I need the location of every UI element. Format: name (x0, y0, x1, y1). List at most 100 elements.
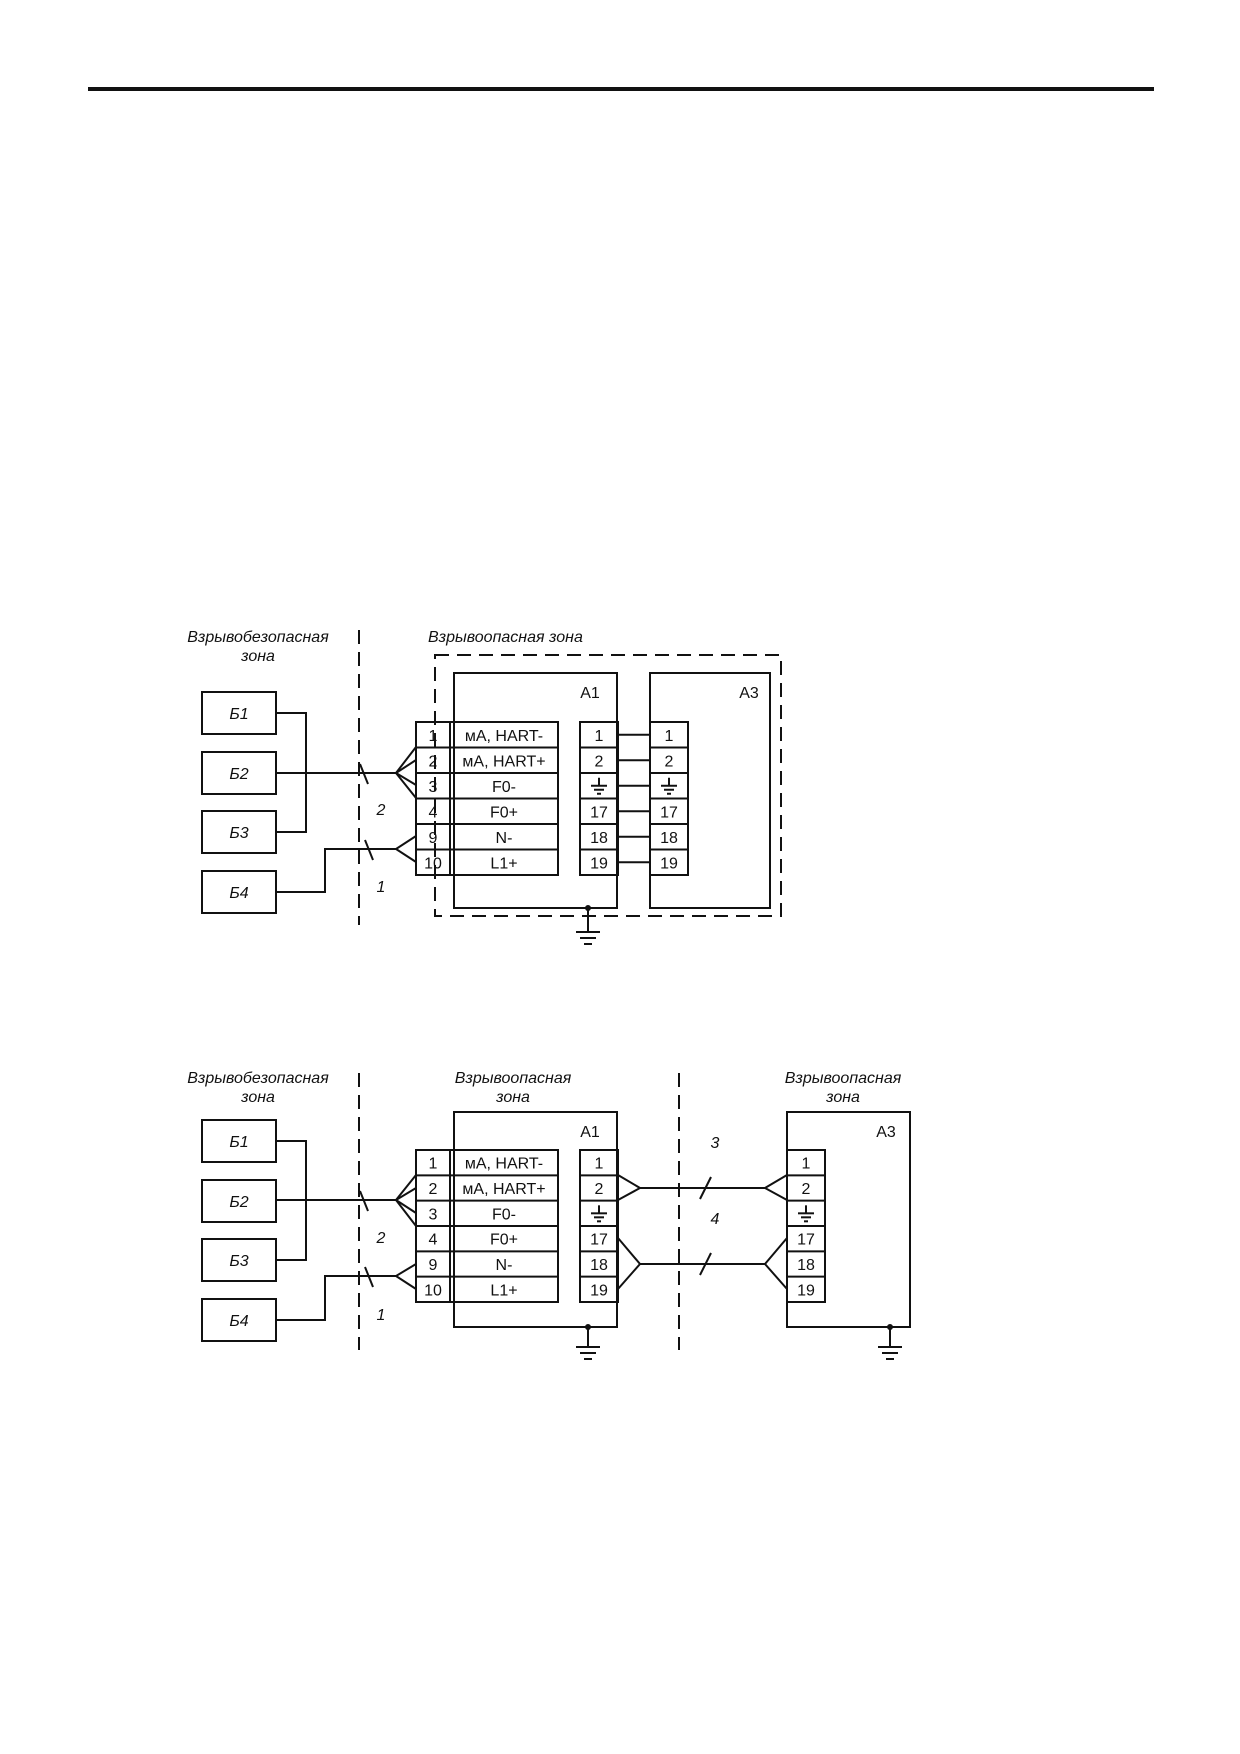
a1-inner-terminal-rows: 1 2 17 18 19 (580, 1156, 618, 1299)
d1-a1-inner-terminal-1: 2 (595, 753, 604, 770)
zone-hazard-remote-label-line2: зона (825, 1089, 860, 1106)
fan-2-inner (394, 759, 417, 786)
block-b4-label: Б4 (229, 885, 248, 902)
d1-a1-terminal-label-2: F0- (492, 779, 516, 796)
d2-a1-terminal-num-1: 2 (429, 1181, 438, 1198)
d1-a1-terminal-label-3: F0+ (490, 804, 518, 821)
device-a3-label: А3 (739, 685, 759, 702)
zone-safe-label-line2: зона (240, 648, 275, 665)
cable-3-tick (699, 1176, 712, 1200)
d1-a1-terminal-label-1: мА, HART+ (462, 753, 545, 770)
cable-1-tick (364, 839, 374, 861)
d1-a3-terminal-1: 2 (665, 753, 674, 770)
d2-a1-terminal-label-0: мА, HART- (465, 1156, 543, 1173)
cable-1-tick (364, 1266, 374, 1288)
d1-a1-terminal-num-0: 1 (429, 728, 438, 745)
d2-a3-terminal-3: 17 (797, 1232, 815, 1249)
block-b3-label: Б3 (229, 825, 248, 842)
cable-3-fan-right (762, 1174, 788, 1201)
d1-a1-terminal-num-5: 10 (424, 855, 442, 872)
a3-terminal-rows: 1 2 17 18 19 (650, 728, 688, 872)
block-b1-label: Б1 (229, 706, 248, 723)
d1-a1-inner-terminal-4: 18 (590, 830, 608, 847)
cable-4-fan-left (617, 1237, 642, 1290)
d2-a1-terminal-num-2: 3 (429, 1206, 438, 1223)
d2-a1-terminal-label-2: F0- (492, 1206, 516, 1223)
zone-hazard-remote-label-line1: Взрывоопасная (785, 1070, 902, 1087)
cable-1-label: 1 (377, 1307, 386, 1324)
d2-a1-terminal-label-4: N- (496, 1257, 513, 1274)
d2-a3-terminal-4: 18 (797, 1257, 815, 1274)
d2-a3-terminal-ground-icon-2 (798, 1205, 814, 1223)
d1-a1-terminal-num-2: 3 (429, 779, 438, 796)
hazard-enclosure (434, 654, 782, 917)
zone-hazard-label-line1: Взрывоопасная (455, 1070, 572, 1087)
d2-a1-inner-terminal-1: 2 (595, 1181, 604, 1198)
d1-a1-inner-terminal-ground-icon-2 (591, 777, 607, 795)
zone-hazard-label: Взрывоопасная зона (428, 629, 583, 646)
cable-1-label: 1 (377, 879, 386, 896)
d2-a1-terminal-label-5: L1+ (490, 1282, 517, 1299)
block-b3-label: Б3 (229, 1253, 248, 1270)
d1-a3-terminal-3: 17 (660, 804, 678, 821)
d2-a1-terminal-num-0: 1 (429, 1156, 438, 1173)
fan-1 (394, 1263, 417, 1290)
cable-1-wire (276, 1275, 396, 1321)
block-b4-label: Б4 (229, 1313, 248, 1330)
d1-a3-terminal-5: 19 (660, 855, 678, 872)
zone-safe-label-line2: зона (240, 1089, 275, 1106)
cable-3-fan-left (617, 1174, 643, 1201)
fan-2-outer (394, 746, 417, 799)
cable-1-wire (276, 848, 396, 893)
zone-safe-label-line1: Взрывобезопасная (187, 1070, 329, 1087)
a3-terminal-rows: 1 2 17 18 19 (787, 1156, 825, 1299)
a1-inner-terminal-rows: 1 2 17 18 19 (580, 728, 618, 872)
d2-a1-terminal-num-3: 4 (429, 1232, 438, 1249)
d1-a1-terminal-label-4: N- (496, 830, 513, 847)
d1-a1-terminal-num-1: 2 (429, 753, 438, 770)
block-b1-label: Б1 (229, 1134, 248, 1151)
d2-a1-inner-terminal-5: 19 (590, 1282, 608, 1299)
d2-a1-inner-terminal-4: 18 (590, 1257, 608, 1274)
d2-a1-terminal-num-4: 9 (429, 1257, 438, 1274)
cable-2-label: 2 (376, 802, 386, 819)
d2-a3-terminal-1: 2 (802, 1181, 811, 1198)
d1-a3-terminal-0: 1 (665, 728, 674, 745)
diagram-2: Взрывобезопасная зона Взрывоопасная зона… (187, 1070, 911, 1360)
cable-3-label: 3 (711, 1135, 720, 1152)
cable-4-fan-right (763, 1237, 788, 1290)
cable-2-tick (359, 763, 369, 785)
d1-a1-terminal-label-5: L1+ (490, 855, 517, 872)
d2-a1-inner-terminal-3: 17 (590, 1232, 608, 1249)
d2-a3-terminal-5: 19 (797, 1282, 815, 1299)
d2-a1-inner-terminal-0: 1 (595, 1156, 604, 1173)
d1-a1-inner-terminal-5: 19 (590, 855, 608, 872)
zone-hazard-label-line2: зона (495, 1089, 530, 1106)
a1-a3-links (618, 733, 650, 864)
d1-a1-inner-terminal-0: 1 (595, 728, 604, 745)
cable-2-label: 2 (376, 1230, 386, 1247)
d2-a3-terminal-0: 1 (802, 1156, 811, 1173)
d1-a1-inner-terminal-3: 17 (590, 804, 608, 821)
device-a1-label: А1 (580, 685, 600, 702)
device-a1 (453, 672, 618, 909)
d2-a1-terminal-num-5: 10 (424, 1282, 442, 1299)
device-a3-label: А3 (876, 1124, 896, 1141)
cable-4-tick (699, 1252, 712, 1276)
cable-2-tick (359, 1190, 369, 1212)
block-b2-label: Б2 (229, 1194, 248, 1211)
fan-1 (394, 835, 417, 863)
d2-a1-inner-terminal-ground-icon-2 (591, 1205, 607, 1223)
d1-a3-terminal-4: 18 (660, 830, 678, 847)
cable-4-label: 4 (711, 1211, 720, 1228)
d1-a1-terminal-label-0: мА, HART- (465, 728, 543, 745)
device-a1-label: А1 (580, 1124, 600, 1141)
d1-a3-terminal-ground-icon-2 (661, 777, 677, 795)
zone-safe-label-line1: Взрывобезопасная (187, 629, 329, 646)
block-b2-label: Б2 (229, 766, 248, 783)
d1-a1-terminal-num-4: 9 (429, 830, 438, 847)
d2-a1-terminal-label-1: мА, HART+ (462, 1181, 545, 1198)
